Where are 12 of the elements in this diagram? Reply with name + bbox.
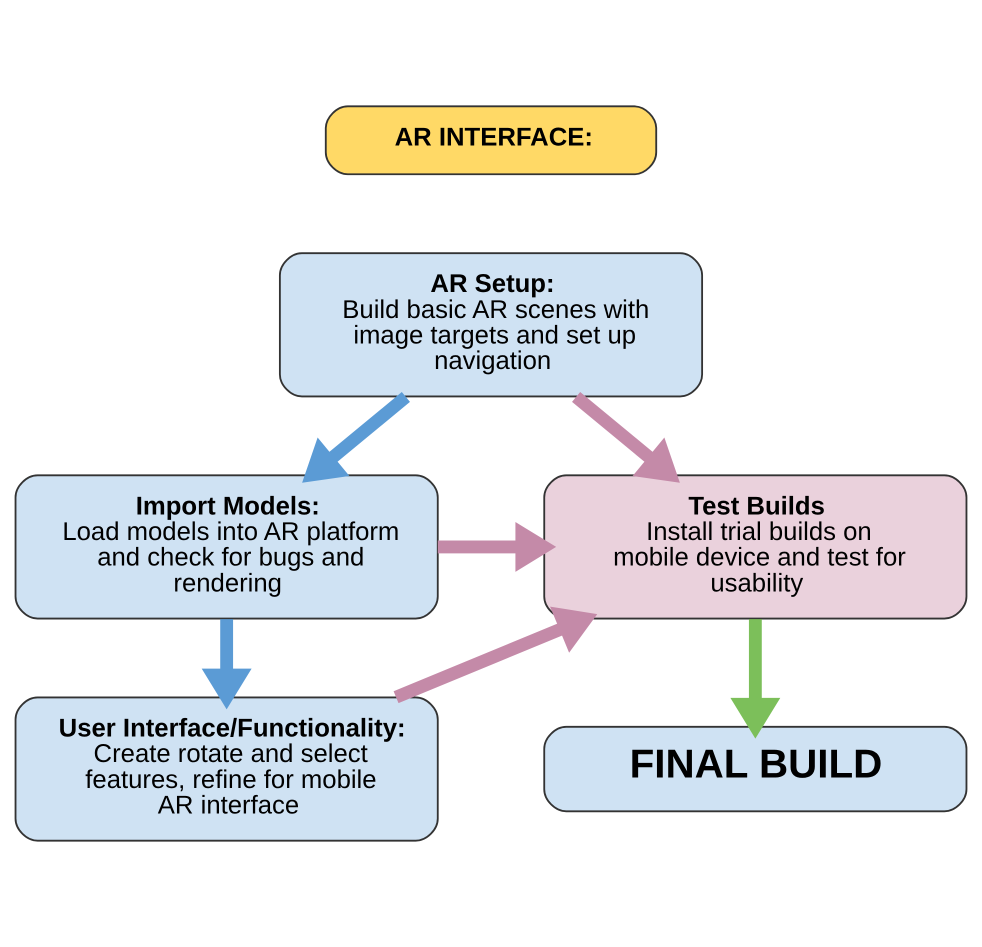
- arrow: [572, 392, 680, 483]
- node-box: Import Models: Load models into AR platform and check for bugs and rendering: [14, 474, 439, 620]
- arrow: [730, 619, 780, 739]
- node-box: AR INTERFACE:: [324, 105, 658, 176]
- arrow: [202, 619, 252, 710]
- node-box: Test Builds Install trial builds on mobile device and test for usability: [543, 474, 968, 620]
- node-box: AR Setup: Build basic AR scenes with image targets and set up navigation: [278, 252, 704, 398]
- node-box: User Interface/Functionality: Create rotate and select features, refine for mobile AR interface: [14, 696, 439, 842]
- arrow: [438, 522, 556, 572]
- arrow: [302, 392, 410, 483]
- node-box: FINAL BUILD: [543, 726, 968, 812]
- arrow: [394, 606, 598, 704]
